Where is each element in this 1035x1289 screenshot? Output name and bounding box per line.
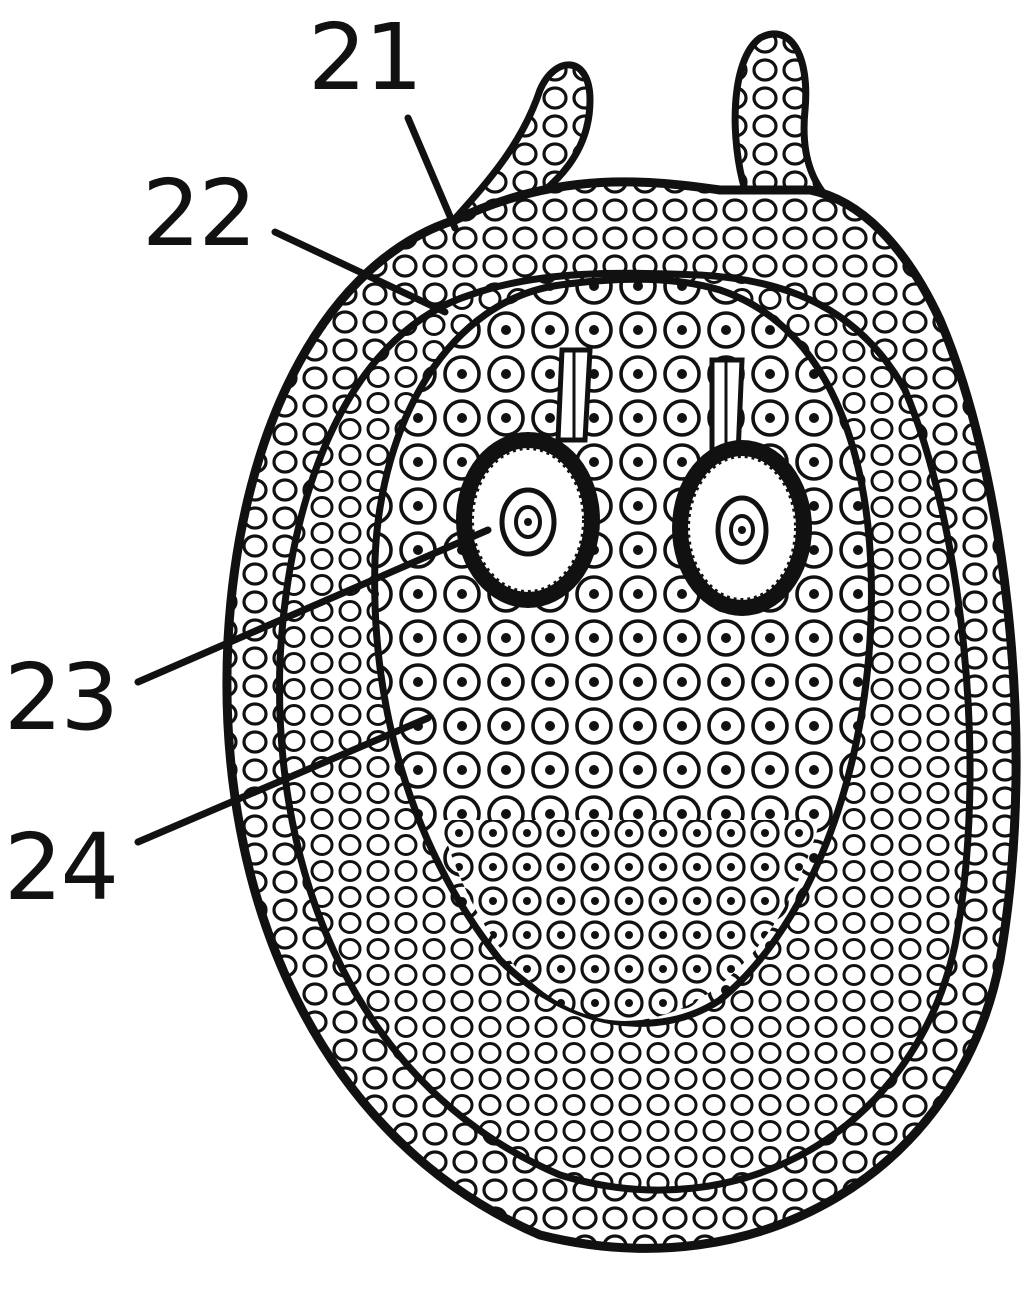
- right-horn: [735, 34, 840, 210]
- label-21: 21: [308, 12, 421, 104]
- embryo-sac-right: [672, 440, 812, 616]
- label-22: 22: [142, 168, 255, 260]
- label-23: 23: [4, 652, 117, 744]
- label-24: 24: [4, 822, 117, 914]
- leader-line-21: [408, 118, 455, 228]
- embryo-sac-left: [456, 432, 600, 608]
